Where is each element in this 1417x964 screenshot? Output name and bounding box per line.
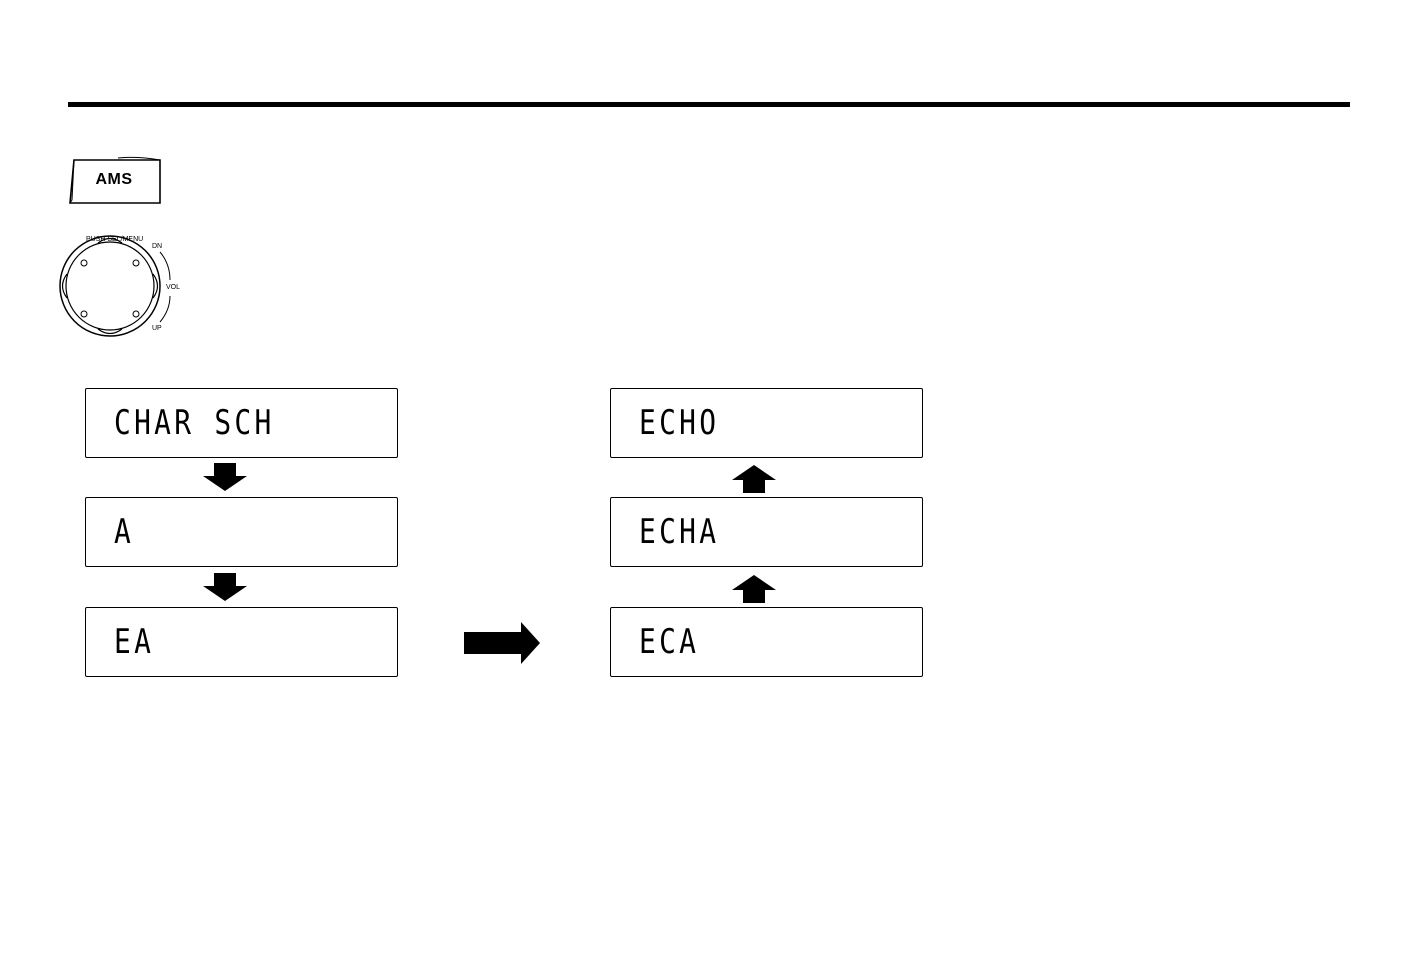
up-arrow-icon (731, 464, 777, 494)
ams-button-label: AMS (84, 171, 144, 189)
display-text: EA (114, 622, 154, 662)
display-right-3: ECA (610, 607, 923, 677)
display-right-1: ECHO (610, 388, 923, 458)
header-rule (68, 102, 1350, 107)
right-arrow-icon (463, 621, 541, 665)
knob-up-label: UP (152, 325, 162, 332)
display-text: CHAR SCH (114, 403, 275, 443)
ams-button[interactable]: AMS (68, 156, 164, 206)
display-left-1: CHAR SCH (85, 388, 398, 458)
display-text: ECHO (639, 403, 719, 443)
down-arrow-icon (202, 572, 248, 602)
display-right-2: ECHA (610, 497, 923, 567)
display-text: ECHA (639, 512, 719, 552)
down-arrow-icon (202, 462, 248, 492)
up-arrow-icon (731, 574, 777, 604)
display-text: ECA (639, 622, 699, 662)
knob-icon: PUSH SEL/MENU DN VOL UP (58, 230, 198, 342)
knob-top-label: PUSH SEL/MENU (86, 236, 143, 243)
display-left-3: EA (85, 607, 398, 677)
display-text: A (114, 512, 134, 552)
knob-vol-label: VOL (166, 284, 180, 291)
knob-dn-label: DN (152, 243, 162, 250)
volume-knob[interactable]: PUSH SEL/MENU DN VOL UP (58, 230, 198, 342)
display-left-2: A (85, 497, 398, 567)
